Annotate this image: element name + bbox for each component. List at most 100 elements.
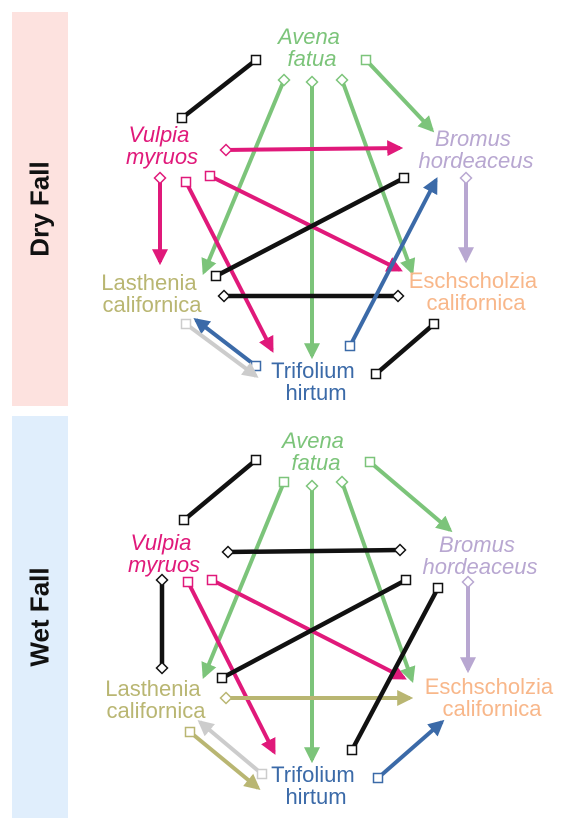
wet-edge-trifolium-eschscholzia xyxy=(372,719,445,784)
dry-edge-black-lasthenia-bromus-end-marker xyxy=(398,172,410,184)
wet-edge-vulpia-eschscholzia-line xyxy=(211,578,407,680)
wet-edge-avena-trifolium xyxy=(304,479,320,764)
wet-edge-black-vulpia-lasthenia-end-marker xyxy=(155,661,169,675)
wet-edge-lasthenia-trifolium-start-marker xyxy=(184,726,196,738)
wet-edge-black-lasthenia-bromus-line xyxy=(220,578,408,680)
dry-edge-avena-bromus-line xyxy=(364,58,435,133)
dry-edge-grey-lasthenia-trifolium xyxy=(180,318,259,378)
wet-edge-vulpia-trifolium-line xyxy=(186,581,276,755)
dry-edge-black-lasthenia-bromus xyxy=(210,172,410,282)
wet-edge-black-top-left-start-marker xyxy=(178,514,190,526)
dry-edge-vulpia-trifolium-line xyxy=(184,181,274,353)
dry-edge-black-top-left-line xyxy=(180,58,258,120)
wet-edge-vulpia-eschscholzia-start-marker xyxy=(206,574,218,586)
dry-edge-avena-trifolium xyxy=(304,75,320,360)
dry-edge-black-lasthenia-eschscholzia xyxy=(217,289,405,303)
wet-trifolium-label: Trifolium hirtum xyxy=(271,762,361,809)
wet-edge-black-lasthenia-bromus xyxy=(216,574,412,684)
wet-edge-black-top-left-line xyxy=(182,458,258,522)
dry-edge-vulpia-trifolium-start-marker xyxy=(180,176,192,188)
wet-edge-black-vulpia-bromus-line xyxy=(227,547,401,555)
wet-avena-label: Avena fatua xyxy=(280,428,350,475)
wet-edge-black-vulpia-lasthenia-start-marker xyxy=(155,573,169,587)
dry-avena-label: Avena fatua xyxy=(276,24,346,71)
wet-edge-bromus-eschscholzia-start-marker xyxy=(461,575,475,589)
dry-edge-black-trifolium-right-end-marker xyxy=(428,318,440,330)
wet-edge-vulpia-trifolium xyxy=(182,576,276,755)
dry-edge-vulpia-eschscholzia xyxy=(204,170,403,272)
dry-edge-grey-lasthenia-trifolium-line xyxy=(184,322,259,378)
dry-eschscholzia-label: Eschscholzia californica xyxy=(409,268,544,315)
wet-edge-lasthenia-trifolium-line xyxy=(188,730,261,791)
dry-edge-trifolium-lasthenia-line xyxy=(193,318,258,368)
edges-layer xyxy=(152,54,476,791)
wet-edge-avena-eschscholzia-line xyxy=(340,481,416,684)
dry-edge-avena-trifolium-start-marker xyxy=(305,75,319,89)
dry-bromus-label: Bromus hordeaceus xyxy=(419,126,534,173)
wet-lasthenia-label: Lasthenia californica xyxy=(105,676,207,723)
dry-edge-avena-bromus-start-marker xyxy=(360,54,372,66)
dry-edge-black-trifolium-right-start-marker xyxy=(370,368,382,380)
dry-edge-bromus-eschscholzia xyxy=(458,171,474,264)
wet-vulpia-label: Vulpia myruos xyxy=(128,530,200,577)
dry-edge-black-lasthenia-bromus-line xyxy=(214,176,406,278)
dry-edge-black-trifolium-right-line xyxy=(374,322,436,376)
wet-edge-grey-trifolium-lasthenia-start-marker xyxy=(256,768,268,780)
panel-strip-dry-fall: Dry Fall xyxy=(12,12,68,406)
dry-edge-black-lasthenia-bromus-start-marker xyxy=(210,270,222,282)
wet-edge-avena-eschscholzia-start-marker xyxy=(335,475,349,489)
wet-eschscholzia-label: Eschscholzia californica xyxy=(425,674,560,721)
dry-edge-avena-lasthenia-start-marker xyxy=(277,73,291,87)
wet-edge-bromus-eschscholzia xyxy=(460,575,476,674)
dry-edge-vulpia-bromus-line xyxy=(225,140,404,157)
dry-edge-black-top-left-end-marker xyxy=(250,54,262,66)
wet-edge-black-top-left-end-marker xyxy=(250,454,262,466)
dry-edge-trifolium-bromus-start-marker xyxy=(344,340,356,352)
wet-edge-black-trifolium-bromus-start-marker xyxy=(346,744,358,756)
wet-edge-lasthenia-trifolium xyxy=(184,726,261,791)
dry-edge-trifolium-bromus-line xyxy=(348,177,438,347)
wet-edge-black-vulpia-lasthenia xyxy=(155,573,169,675)
wet-edge-black-lasthenia-bromus-end-marker xyxy=(400,574,412,586)
panel-strip-wet-fall: Wet Fall xyxy=(12,416,68,818)
wet-edge-black-trifolium-bromus-line xyxy=(350,586,440,752)
wet-edge-black-trifolium-bromus xyxy=(346,582,444,756)
dry-edge-vulpia-lasthenia-start-marker xyxy=(153,171,167,185)
dry-edge-trifolium-bromus xyxy=(344,177,438,352)
wet-edge-avena-trifolium-start-marker xyxy=(305,479,319,493)
wet-edge-black-vulpia-bromus-start-marker xyxy=(221,545,235,559)
labels-layer: Avena fatua Vulpia myruos Bromus hordeac… xyxy=(101,24,560,809)
wet-edge-trifolium-eschscholzia-line xyxy=(376,719,445,780)
dry-edge-vulpia-bromus-start-marker xyxy=(219,143,233,157)
wet-edge-grey-trifolium-lasthenia-line xyxy=(197,719,264,776)
dry-edge-black-top-left-start-marker xyxy=(176,112,188,124)
dry-edge-trifolium-lasthenia-start-marker xyxy=(250,360,262,372)
wet-edge-lasthenia-eschscholzia-start-marker xyxy=(219,691,233,705)
dry-edge-grey-lasthenia-trifolium-start-marker xyxy=(180,318,192,330)
wet-edge-avena-bromus xyxy=(364,456,453,533)
dry-edge-black-top-left xyxy=(176,54,262,124)
wet-edge-avena-lasthenia-start-marker xyxy=(278,476,290,488)
dry-edge-black-lasthenia-eschscholzia-end-marker xyxy=(391,289,405,303)
dry-edge-avena-bromus xyxy=(360,54,435,133)
wet-edge-black-trifolium-bromus-end-marker xyxy=(432,582,444,594)
dry-lasthenia-label: Lasthenia californica xyxy=(101,270,203,317)
dry-vulpia-label: Vulpia myruos xyxy=(126,122,198,169)
wet-edge-vulpia-eschscholzia xyxy=(206,574,407,680)
wet-edge-black-top-left xyxy=(178,454,262,526)
wet-edge-black-lasthenia-bromus-start-marker xyxy=(216,672,228,684)
wet-edge-vulpia-trifolium-start-marker xyxy=(182,576,194,588)
dry-edge-vulpia-eschscholzia-line xyxy=(209,174,403,272)
dry-edge-black-lasthenia-eschscholzia-start-marker xyxy=(217,289,231,303)
wet-edge-avena-bromus-line xyxy=(368,460,453,533)
dry-edge-vulpia-trifolium xyxy=(180,176,274,353)
wet-edge-black-vulpia-bromus-end-marker xyxy=(393,543,407,557)
wet-edge-black-vulpia-bromus xyxy=(221,543,407,559)
dry-edge-trifolium-lasthenia xyxy=(193,318,262,372)
wet-edge-trifolium-eschscholzia-start-marker xyxy=(372,772,384,784)
dry-edge-vulpia-eschscholzia-start-marker xyxy=(204,170,216,182)
dry-edge-black-trifolium-right xyxy=(370,318,440,380)
wet-bromus-label: Bromus hordeaceus xyxy=(423,532,538,579)
dry-trifolium-label: Trifolium hirtum xyxy=(271,358,361,405)
